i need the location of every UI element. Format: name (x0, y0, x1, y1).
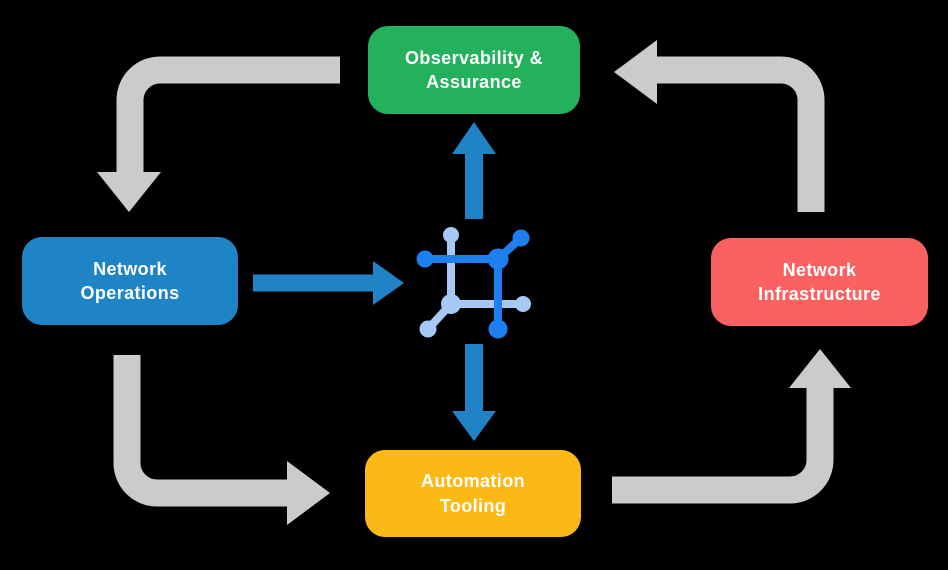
arrow-head-down-icon (97, 172, 161, 212)
arrow-head-left-icon (614, 40, 657, 104)
node-label: Network Infrastructure (758, 259, 881, 304)
network-automation-icon (416, 227, 531, 339)
flow-arrow-center-to-observability (452, 122, 496, 219)
arrow-head-down-icon (452, 411, 496, 441)
arrow-head-right-icon (287, 461, 330, 525)
node-automation-tooling: Automation Tooling (365, 450, 581, 537)
flow-arrow-infrastructure-to-observability (614, 40, 825, 212)
flow-arrow-operations-to-center (253, 261, 404, 305)
flow-arrow-automation-to-infrastructure (612, 349, 851, 504)
flow-arrow-operations-to-automation (113, 355, 330, 525)
flow-arrow-observability-to-operations (97, 56, 340, 212)
arrow-head-right-icon (373, 261, 404, 305)
arrow-head-up-icon (452, 122, 496, 154)
node-label: Network Operations (80, 258, 180, 303)
node-observability-assurance: Observability & Assurance (368, 26, 580, 114)
node-label: Observability & Assurance (404, 47, 544, 92)
flow-arrow-center-to-automation (452, 344, 496, 441)
node-network-operations: Network Operations (22, 237, 238, 325)
node-network-infrastructure: Network Infrastructure (711, 238, 928, 326)
node-label: Automation Tooling (421, 471, 525, 516)
arrow-head-up-icon (789, 349, 851, 388)
